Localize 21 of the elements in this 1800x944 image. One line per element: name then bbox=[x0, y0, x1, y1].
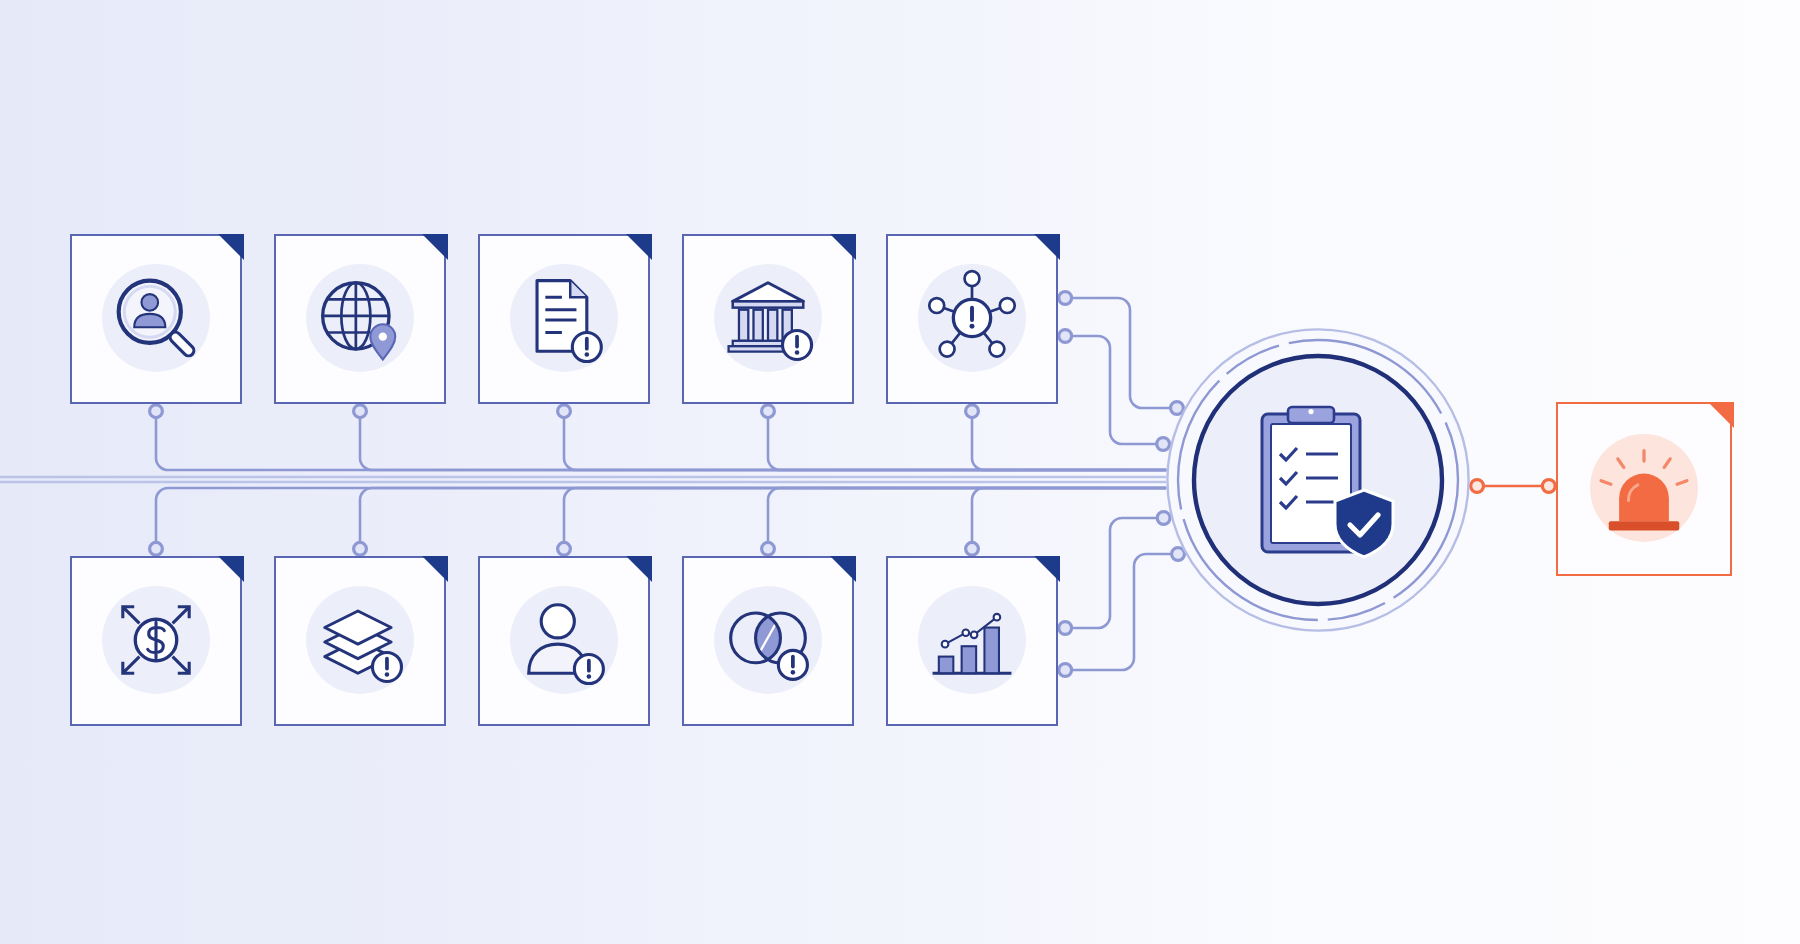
connector-line bbox=[1057, 510, 1172, 636]
icon-card bbox=[682, 234, 854, 404]
icon-card bbox=[70, 556, 242, 726]
connector-line bbox=[964, 403, 1167, 472]
connector-line bbox=[1057, 546, 1187, 678]
icon-card bbox=[274, 556, 446, 726]
connector-line bbox=[1469, 478, 1557, 494]
icon-card bbox=[682, 556, 854, 726]
icon-card bbox=[70, 234, 242, 404]
hub-circle bbox=[1166, 328, 1470, 632]
connector-line bbox=[964, 486, 1167, 557]
icon-card bbox=[274, 234, 446, 404]
connector-line bbox=[1057, 328, 1172, 452]
connector-line bbox=[0, 475, 1167, 479]
icon-card bbox=[886, 556, 1058, 726]
alert-card bbox=[1556, 402, 1732, 576]
icon-card bbox=[886, 234, 1058, 404]
connector-line bbox=[0, 480, 1166, 484]
icon-card bbox=[478, 556, 650, 726]
connector-line bbox=[1057, 290, 1185, 416]
icon-card bbox=[478, 234, 650, 404]
